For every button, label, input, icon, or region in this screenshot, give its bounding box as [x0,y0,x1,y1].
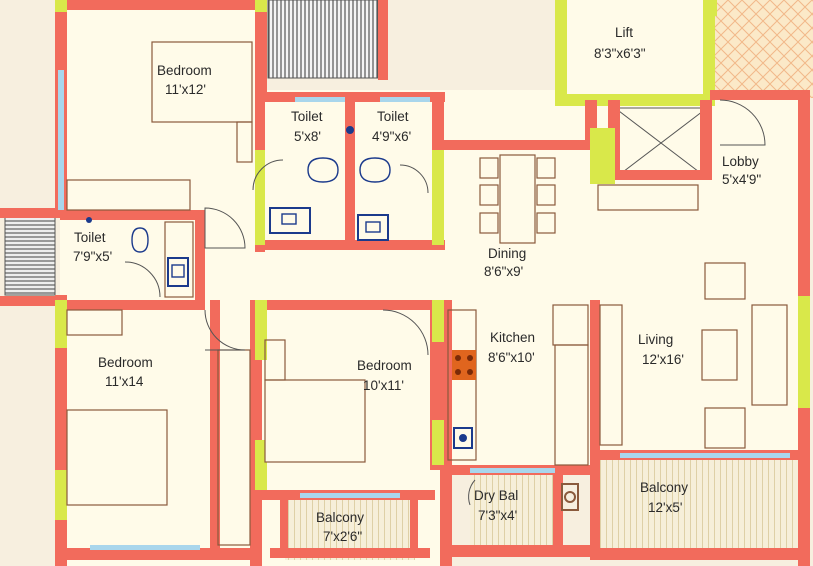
bedroom-2-name: Bedroom [98,355,153,370]
bed-bedroom-3 [264,379,366,463]
armchair-top [704,262,746,300]
toilet-3-name: Toilet [74,230,106,245]
balcony-2-floor [598,458,800,553]
armchair-bottom [704,407,746,449]
dry-balcony-name: Dry Bal [474,488,518,503]
kitchen-counter-2 [554,344,589,466]
tv-unit [599,304,623,446]
bed-bedroom-1 [151,41,253,123]
balcony-1-name: Balcony [316,510,364,525]
washing-machine [561,483,579,511]
bedroom-3-size: 10'x11' [363,378,404,393]
lobby-name: Lobby [722,154,759,169]
lobby-duct [614,107,708,179]
dining-name: Dining [488,246,526,261]
windows [55,0,810,520]
lift-size: 8'3"x6'3" [594,46,646,61]
door-bedroom-2 [204,309,246,351]
door-bedroom-1 [204,207,246,249]
doors [124,99,766,506]
bedroom-2-size: 11'x14 [105,374,144,389]
sofa [751,304,788,406]
side-table-bedroom-1 [236,121,253,163]
lift-shaft [555,0,717,106]
door-toilet-1 [252,159,284,191]
coffee-table [701,329,738,381]
glass-strips [58,70,790,550]
side-table-bedroom-2 [66,309,123,336]
wc-toilet-1 [307,157,339,183]
toilet-2-name: Toilet [377,109,409,124]
sanitary-fixtures [131,157,579,511]
bedroom-1-name: Bedroom [157,63,212,78]
bedroom-3-name: Bedroom [357,358,412,373]
duct-shaft [267,0,379,79]
living-name: Living [638,332,673,347]
wash-basin-toilet-3 [167,257,189,287]
balcony-2-name: Balcony [640,480,688,495]
floor-trap-icons [86,126,354,223]
wc-toilet-3 [131,227,149,253]
balcony-1-size: 7'x2'6" [323,529,362,544]
kitchen-name: Kitchen [490,330,535,345]
toilet-1-size: 5'x8' [294,129,321,144]
staircase [4,214,56,296]
kitchen-counter [447,309,477,461]
door-dry-balcony [468,479,476,506]
door-main-entrance [719,99,766,146]
living-size: 12'x16' [642,352,684,367]
kitchen-size: 8'6"x10' [488,350,535,365]
lobby-size: 5'x4'9" [722,172,761,187]
toilet-3-size: 7'9"x5' [73,249,112,264]
wash-basin-toilet-2 [357,214,389,241]
toilet-3-vanity [164,221,194,298]
toilet-1-name: Toilet [291,109,323,124]
dry-balcony-size: 7'3"x4' [478,508,517,523]
wardrobe-bedroom-1 [66,179,191,211]
kitchen-sink [453,427,473,449]
wc-toilet-2 [359,157,391,183]
stove-icon [452,350,476,380]
toilet-2-size: 4'9"x6' [372,129,411,144]
dining-size: 8'6"x9' [484,264,523,279]
lift-name: Lift [615,25,633,40]
shoe-rack [597,184,699,211]
door-toilet-3 [124,261,161,298]
bed-bedroom-2 [66,409,168,506]
side-table-bedroom-3 [264,339,286,381]
door-bedroom-3 [382,309,429,356]
dining-table [499,154,536,244]
dry-balcony-floor [470,475,555,550]
door-toilet-2 [399,164,429,194]
room-labels: Bedroom 11'x12' Toilet 5'x8' Toilet 4'9"… [73,25,761,544]
balcony-2-size: 12'x5' [648,500,682,515]
bedroom-1-size: 11'x12' [165,82,206,97]
wash-basin-toilet-1 [269,207,311,234]
tiled-floor [705,0,813,98]
furniture [66,41,788,546]
